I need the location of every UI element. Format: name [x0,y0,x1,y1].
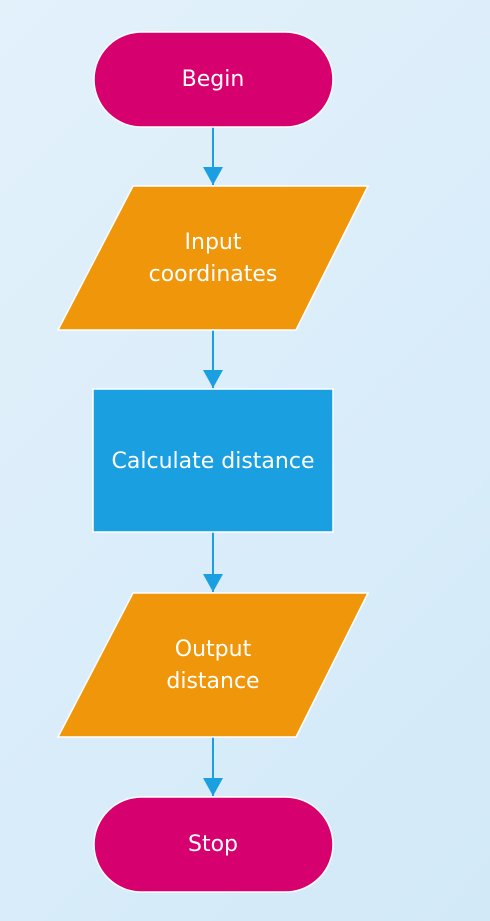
node-label-input-line2: coordinates [149,262,278,287]
node-label-stop: Stop [188,832,238,857]
node-stop: Stop [93,796,334,893]
node-begin: Begin [93,31,334,128]
terminal-shape [93,31,334,128]
node-label-output-line2: distance [166,669,259,694]
arrowhead-output-to-stop [203,778,223,796]
node-input: Input coordinates [56,185,370,331]
process-shape [92,388,334,533]
io-shape [56,185,370,331]
terminal-shape [93,796,334,893]
io-shape [56,592,370,738]
arrowhead-input-to-calculate [203,370,223,388]
arrowhead-begin-to-input [203,167,223,185]
node-label-input-line1: Input [185,230,242,255]
node-label-output-line1: Output [175,637,252,662]
node-label-calculate: Calculate distance [112,449,315,474]
node-output: Output distance [56,592,370,738]
arrowhead-calculate-to-output [203,574,223,592]
node-calculate: Calculate distance [92,388,334,533]
edges [203,127,223,796]
node-label-begin: Begin [182,67,245,92]
